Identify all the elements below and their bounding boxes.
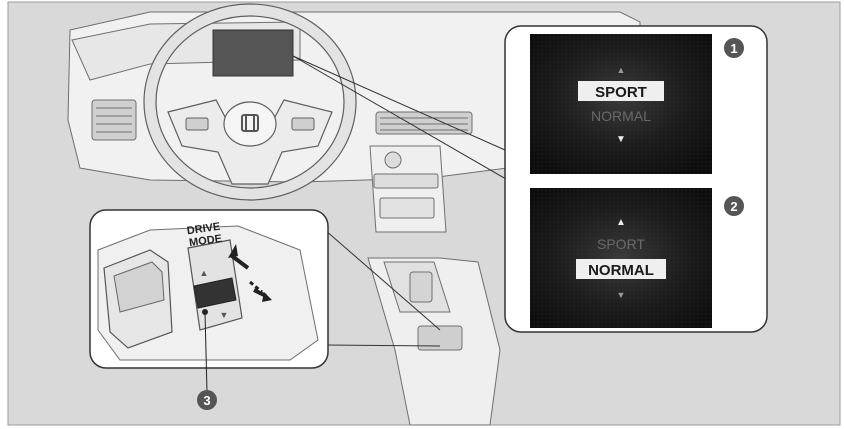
- display-sport-selected: ▲ SPORT NORMAL ▼: [530, 34, 712, 174]
- switch-up-glyph: ▲: [200, 268, 209, 278]
- display-normal-selected: ▲ SPORT NORMAL ▼: [530, 188, 712, 328]
- display-bottom-arrow-up: ▲: [616, 217, 626, 228]
- display-top-selected-label: SPORT: [595, 84, 647, 101]
- display-top-arrow-down: ▼: [616, 134, 626, 145]
- callout-3-label: 3: [203, 393, 210, 408]
- callout-1: 1: [724, 38, 744, 58]
- switch-down-glyph: ▼: [220, 310, 229, 320]
- display-bottom-unselected-label: SPORT: [597, 236, 645, 252]
- callout-1-label: 1: [730, 41, 737, 56]
- display-top-arrow-up: ▲: [617, 65, 626, 75]
- display-bottom-arrow-down: ▼: [617, 290, 626, 300]
- display-top-unselected-label: NORMAL: [591, 108, 651, 124]
- display-bottom-selected-label: NORMAL: [588, 262, 654, 279]
- callout-2: 2: [724, 196, 744, 216]
- callout-3: 3: [197, 390, 217, 410]
- callout-2-label: 2: [730, 199, 737, 214]
